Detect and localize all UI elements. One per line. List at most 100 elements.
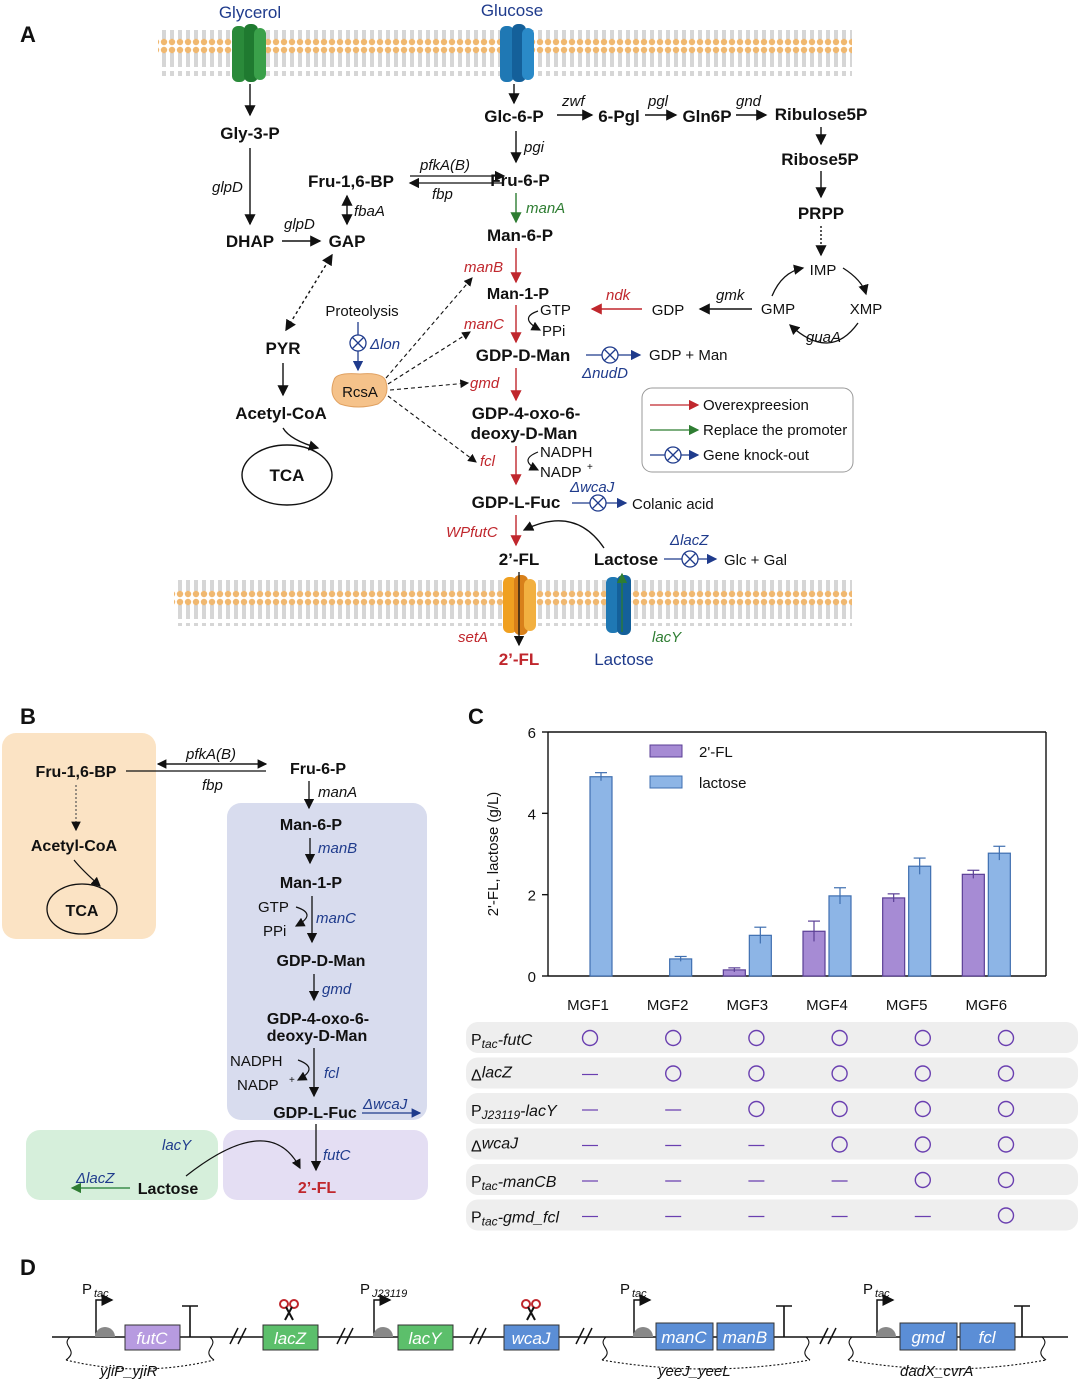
gene-seta: setA — [458, 629, 488, 646]
met-lactose-a: Lactose — [594, 550, 658, 569]
promoter-2-p: P — [360, 1281, 370, 1298]
glycerol-label: Glycerol — [219, 3, 281, 22]
met-nadph-a: NADPH — [540, 444, 593, 461]
gene-gmd-a: gmd — [470, 375, 500, 392]
row-label-post: -manCB — [498, 1174, 557, 1191]
met-glcgal: Glc + Gal — [724, 552, 787, 569]
gene-wcaj-a: ΔwcaJ — [569, 479, 615, 496]
table-row — [466, 1022, 1078, 1053]
gene-manc-a: manC — [464, 316, 504, 333]
locus-yjip: yjiP_yjiR — [99, 1363, 158, 1380]
b-met-man6p: Man-6-P — [280, 817, 343, 834]
met-imp: IMP — [810, 262, 837, 279]
locus-yeej: yeeJ_yeeL — [657, 1363, 731, 1380]
gene-fcl-a: fcl — [480, 453, 496, 470]
row-label-pre: P — [471, 1032, 482, 1049]
met-fru16bp: Fru-1,6-BP — [308, 172, 394, 191]
included-mark — [831, 1100, 848, 1118]
b-met-lactose: Lactose — [138, 1181, 199, 1198]
y-tick-label: 0 — [528, 969, 536, 986]
bar-lactose — [828, 895, 852, 977]
panel-d-label: D — [20, 1255, 36, 1280]
row-label: PJ23119-lacY — [471, 1103, 558, 1122]
met-dhap: DHAP — [226, 232, 274, 251]
break-marks — [229, 1327, 837, 1345]
promoter-1: P tac — [82, 1281, 115, 1337]
x-tick-label: MGF5 — [886, 997, 928, 1014]
nadp-plus-a: + — [587, 462, 593, 473]
included-mark — [914, 1029, 931, 1047]
row-label: Ptac-gmd_fcl — [471, 1210, 559, 1229]
panel-c-label: C — [468, 704, 484, 729]
b-gene-futc: futC — [323, 1147, 351, 1164]
b-gene-fcl: fcl — [324, 1065, 340, 1082]
b-met-gdpdman: GDP-D-Man — [277, 953, 366, 970]
included-mark — [831, 1136, 848, 1153]
table-row — [466, 1128, 1078, 1160]
row-label-post: wcaJ — [482, 1136, 519, 1153]
included-mark — [665, 1029, 682, 1047]
y-axis-label: 2'-FL, lactose (g/L) — [485, 792, 502, 917]
homology-arms — [65, 1336, 1047, 1370]
gene-glpd-1: glpD — [212, 179, 243, 196]
b-met-gdp4oxo-2: deoxy-D-Man — [267, 1028, 367, 1045]
gene-lacy-a: lacY — [652, 629, 682, 646]
included-mark — [997, 1207, 1015, 1224]
gene-gnd: gnd — [736, 93, 762, 110]
included-mark — [997, 1029, 1015, 1047]
gene-lacz-a: ΔlacZ — [669, 532, 709, 549]
b-box-fl — [223, 1130, 428, 1200]
met-gdpman-prod: GDP + Man — [649, 347, 728, 364]
lactose-transport-label: Lactose — [594, 650, 654, 669]
b-met-gdplfuc: GDP-L-Fuc — [273, 1105, 357, 1122]
met-prpp: PRPP — [798, 204, 844, 223]
included-mark — [914, 1136, 931, 1153]
included-mark — [748, 1100, 765, 1118]
gene-wcaj-label: wcaJ — [512, 1329, 551, 1348]
bar-lactose — [589, 776, 613, 977]
met-tca-a: TCA — [270, 466, 305, 485]
gene-pgi: pgi — [523, 139, 545, 156]
row-label: ΔwcaJ — [471, 1136, 519, 1156]
y-tick-label: 4 — [528, 806, 536, 823]
row-label: Ptac-futC — [471, 1032, 533, 1051]
included-mark — [581, 1029, 599, 1047]
panel-b-label: B — [20, 704, 36, 729]
gene-fbaa: fbaA — [354, 203, 385, 220]
row-label-pre: P — [471, 1174, 482, 1191]
included-mark — [831, 1029, 848, 1047]
met-fl-a: 2’-FL — [499, 550, 540, 569]
included-mark — [997, 1100, 1015, 1118]
promoter-1-p: P — [82, 1281, 92, 1298]
gene-manb-box: manB — [716, 1322, 775, 1351]
included-mark — [748, 1065, 765, 1082]
scissors-icon — [521, 1299, 541, 1321]
y-tick-label: 2 — [528, 888, 536, 905]
included-mark — [665, 1065, 682, 1082]
tca-cycle-a — [241, 444, 333, 506]
bar-lactose — [908, 865, 932, 977]
b-met-tca: TCA — [66, 903, 99, 920]
gene-wpfutc: WPfutC — [446, 524, 498, 541]
gene-futc-box: futC — [124, 1324, 181, 1351]
gene-lacy-box: lacY — [397, 1324, 454, 1351]
glucose-label: Glucose — [481, 1, 543, 20]
bar-lactose — [669, 958, 693, 977]
row-label-pre: P — [471, 1210, 482, 1227]
row-label-sub: tac — [482, 1037, 498, 1051]
included-mark — [914, 1065, 931, 1082]
gene-manc-label: manC — [661, 1328, 707, 1347]
met-gln6p: Gln6P — [682, 107, 731, 126]
table-row — [466, 1057, 1078, 1089]
b-gene-gmd: gmd — [322, 981, 352, 998]
gene-nudd: ΔnudD — [581, 365, 628, 382]
met-pyr: PYR — [266, 339, 301, 358]
gene-lacz-box: lacZ — [262, 1324, 319, 1351]
promoter-2: P J23119 — [360, 1281, 407, 1337]
table-row — [466, 1164, 1078, 1195]
row-label-post: -gmd_fcl — [498, 1210, 560, 1227]
gene-glpd-2: glpD — [284, 216, 315, 233]
gene-pfka: pfkA(B) — [419, 157, 470, 174]
included-mark — [997, 1136, 1015, 1153]
